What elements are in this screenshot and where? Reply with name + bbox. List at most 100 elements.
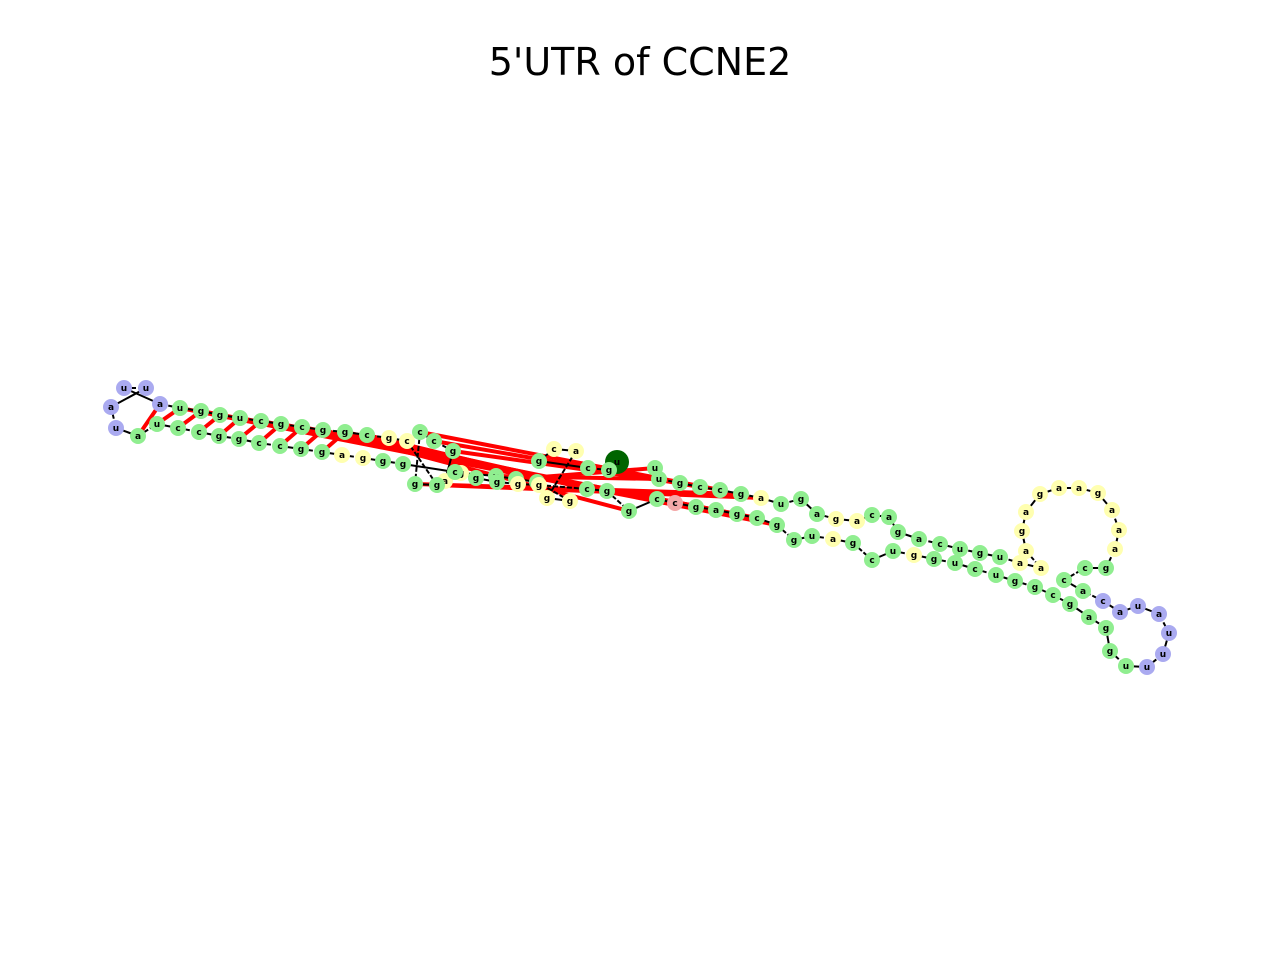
nucleotide-dot [667,495,683,511]
nucleotide: g [1098,560,1114,576]
nucleotide-label: g [604,487,610,497]
nucleotide: u [773,496,789,512]
nucleotide: c [580,460,596,476]
nucleotide-label: g [677,479,683,489]
nucleotide-label: g [1067,600,1073,610]
nucleotide-label: g [450,447,456,457]
nucleotide: g [1102,643,1118,659]
nucleotide-dot [967,561,983,577]
nucleotide: a [825,531,841,547]
nucleotide-dot [103,399,119,415]
nucleotide: c [546,441,562,457]
nucleotide: g [1027,579,1043,595]
nucleotide-dot [1161,625,1177,641]
nucleotide-dot [1045,587,1061,603]
nucleotide-dot [172,400,188,416]
nucleotide-dot [932,536,948,552]
nucleotide-label: g [236,435,242,445]
nucleotide: g [599,483,615,499]
nucleotide-dot [992,549,1008,565]
nucleotide: c [1077,560,1093,576]
nucleotide: a [334,447,350,463]
nucleotide-label: c [364,431,369,441]
nucleotide: a [1081,609,1097,625]
nucleotide-dot [890,524,906,540]
nucleotide-label: c [277,442,282,452]
nucleotide-label: g [850,539,856,549]
nucleotide-label: a [758,494,764,504]
nucleotide-dot [1032,486,1048,502]
nucleotide-label: c [256,439,261,449]
nucleotide-dot [293,441,309,457]
nucleotide-label: c [1050,591,1055,601]
nucleotide: g [315,422,331,438]
nucleotide: a [1111,522,1127,538]
nucleotide: g [729,506,745,522]
nucleotide-dot [568,443,584,459]
nucleotide: c [447,464,463,480]
nucleotide: u [952,541,968,557]
nucleotide-label: g [515,480,521,490]
nucleotide-dot [708,502,724,518]
nucleotide-label: a [1017,559,1023,569]
nucleotide: c [967,561,983,577]
nucleotide-label: u [1135,602,1141,612]
nucleotide-label: c [869,556,874,566]
nucleotide-dot [1098,560,1114,576]
nucleotide-label: a [1112,545,1118,555]
nucleotide-dot [426,433,442,449]
nucleotide-label: c [175,424,180,434]
nucleotide: c [864,552,880,568]
nucleotide-label: u [143,384,149,394]
nucleotide-dot [911,531,927,547]
nucleotide-label: a [1117,608,1123,618]
nucleotide: g [786,532,802,548]
nucleotide: c [359,427,375,443]
nucleotide: a [1051,480,1067,496]
nucleotide: c [712,482,728,498]
nucleotide-label: g [734,510,740,520]
nucleotide-dot [1056,572,1072,588]
nucleotide: g [793,491,809,507]
nucleotide-label: g [1012,577,1018,587]
nucleotide: u [1161,625,1177,641]
nucleotide: a [1018,543,1034,559]
nucleotide: c [1056,572,1072,588]
nucleotide: g [926,551,942,567]
nucleotide-label: c [754,514,759,524]
nucleotide: g [621,503,637,519]
nucleotide-label: g [320,426,326,436]
nucleotide-label: g [895,528,901,538]
nucleotide-dot [294,419,310,435]
nucleotide-dot [672,475,688,491]
nucleotide: g [845,535,861,551]
nucleotide: c [272,438,288,454]
nucleotide: g [672,475,688,491]
nucleotide-label: g [536,481,542,491]
nucleotide-dot [1027,579,1043,595]
nucleotide-dot [1051,480,1067,496]
nucleotide-dot [849,513,865,529]
nucleotide-label: a [157,400,163,410]
nucleotide-label: a [1080,587,1086,597]
nucleotide: g [562,493,578,509]
nucleotide-label: g [360,454,366,464]
nucleotide: a [911,531,927,547]
nucleotide: a [809,506,825,522]
nucleotide-label: g [791,536,797,546]
nucleotide: g [375,453,391,469]
nucleotide: g [601,462,617,478]
nucleotide-dot [130,428,146,444]
nucleotide: c [426,433,442,449]
nucleotide-label: a [1076,484,1082,494]
nucleotide: g [688,499,704,515]
nucleotide-label: a [814,510,820,520]
nucleotide-label: c [299,423,304,433]
nucleotide-label: g [1103,624,1109,634]
nucleotide: c [667,495,683,511]
nucleotide: u [116,380,132,396]
nucleotide-dot [539,490,555,506]
nucleotide-label: g [738,490,744,500]
nucleotide-dot [149,416,165,432]
nucleotide-dot [232,410,248,426]
